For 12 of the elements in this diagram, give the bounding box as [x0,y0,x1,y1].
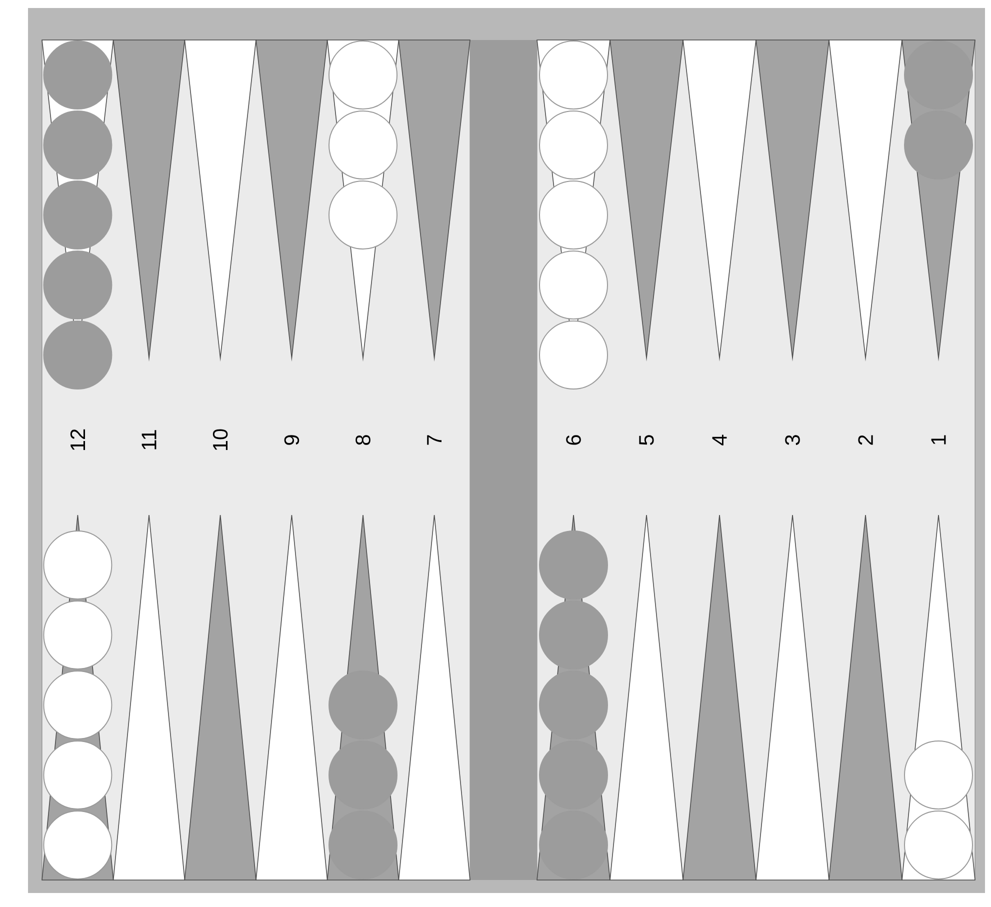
point-number: 3 [785,435,800,446]
point-number: 10 [212,429,228,450]
point-number: 2 [858,435,873,445]
point-number: 9 [284,435,300,445]
point-number: 5 [639,435,654,445]
point-number: 6 [566,435,581,445]
point-number: 4 [712,434,727,446]
point-number: 11 [142,430,156,450]
point-number: 1 [931,435,946,444]
point-number: 7 [427,435,442,445]
point-number: 12 [70,429,85,450]
point-number: 8 [356,435,370,445]
